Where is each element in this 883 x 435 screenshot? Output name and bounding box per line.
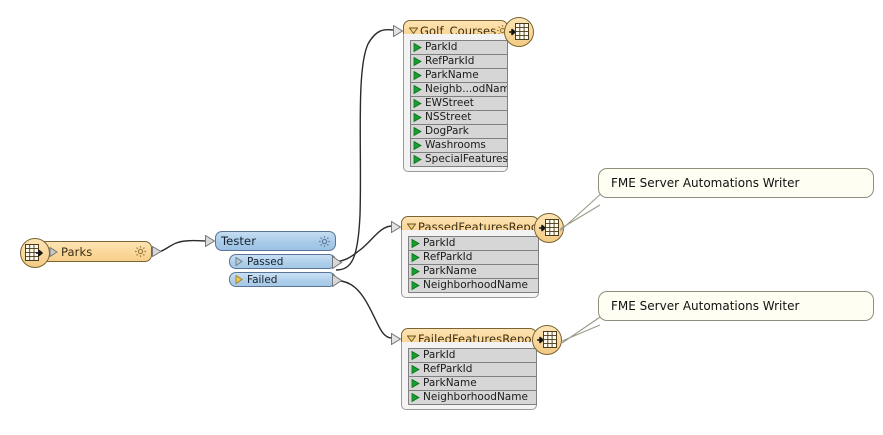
wire-failed-to-report [330,279,393,339]
attribute-port-icon [413,98,422,109]
annotation-callout-passed[interactable]: FME Server Automations Writer [598,168,874,198]
attribute-label: EWStreet [425,97,474,109]
attribute-label: NeighborhoodName [423,279,528,291]
attribute-label: RefParkId [425,55,475,67]
attribute-row[interactable]: ParkId [408,236,539,251]
golf-courses-attribute-list: ParkId RefParkId ParkName Neighb...odNam… [403,34,508,172]
output-port-triangle-icon [49,246,58,257]
passed-output-stub-icon [332,256,343,269]
attribute-row[interactable]: NSStreet [410,110,508,125]
annotation-text: FME Server Automations Writer [611,299,800,313]
attribute-row[interactable]: RefParkId [408,250,539,265]
passed-report-attribute-list: ParkId RefParkId ParkName NeighborhoodNa… [401,230,539,298]
reader-table-icon [20,238,50,268]
attribute-port-icon [413,140,422,151]
attribute-row[interactable]: ParkId [410,40,508,55]
attribute-port-icon [411,252,420,263]
tester-port-failed[interactable]: Failed [229,272,343,287]
attribute-label: Neighb...odName [425,83,508,95]
writer-table-icon [534,213,564,243]
parks-output-stub-icon [152,246,162,257]
attribute-label: ParkName [423,265,477,277]
attribute-port-icon [413,112,422,123]
attribute-port-icon [413,70,422,81]
gear-icon[interactable] [318,235,331,248]
attribute-row[interactable]: EWStreet [410,96,508,111]
tester-port-passed-label: Passed [247,255,284,268]
attribute-port-icon [411,378,420,389]
tester-header[interactable]: Tester [215,231,336,251]
attribute-row[interactable]: RefParkId [408,362,537,377]
gear-icon[interactable] [134,245,147,258]
attribute-label: DogPark [425,125,469,137]
wire-tester-to-golf-courses [335,28,395,271]
tester-transformer-node[interactable]: Tester Passed [205,231,343,287]
attribute-port-icon [413,84,422,95]
feature-type-passed-features-report[interactable]: PassedFeaturesReport [391,213,564,298]
attribute-row[interactable]: SpecialFeatures [410,152,508,167]
tester-input-stub-icon [205,235,216,247]
golf-courses-label: Golf_Courses [420,23,497,38]
failed-report-input-stub-icon [391,333,402,345]
attribute-row[interactable]: DogPark [410,124,508,139]
attribute-label: NeighborhoodName [423,391,528,403]
parks-reader-label: Parks [61,244,93,259]
attribute-label: ParkName [425,69,479,81]
attribute-row[interactable]: ParkName [408,376,537,391]
attribute-row[interactable]: NeighborhoodName [408,278,539,293]
attribute-label: SpecialFeatures [425,153,508,165]
attribute-port-icon [411,364,420,375]
attribute-port-icon [411,350,420,361]
attribute-port-icon [413,154,422,165]
parks-reader-node[interactable]: Parks [20,238,162,268]
attribute-row[interactable]: Neighb...odName [410,82,508,97]
port-triangle-grey-icon [235,256,244,267]
attribute-port-icon [413,42,422,53]
annotation-callout-failed[interactable]: FME Server Automations Writer [598,291,874,321]
attribute-row[interactable]: ParkName [410,68,508,83]
tester-port-passed[interactable]: Passed [229,254,343,269]
attribute-label: RefParkId [423,251,473,263]
attribute-label: ParkName [423,377,477,389]
leader-line-passed [559,190,605,232]
attribute-port-icon [413,126,422,137]
attribute-port-icon [411,266,420,277]
annotation-text: FME Server Automations Writer [611,176,800,190]
failed-report-label: FailedFeaturesReport [418,331,541,346]
failed-report-attribute-list: ParkId RefParkId ParkName NeighborhoodNa… [401,342,537,410]
passed-report-label: PassedFeaturesReport [418,219,548,234]
tester-label: Tester [221,234,257,248]
attribute-port-icon [413,56,422,67]
parks-reader-header[interactable]: Parks [22,241,152,262]
attribute-label: RefParkId [423,363,473,375]
attribute-port-icon [411,238,420,249]
port-triangle-yellow-icon [235,274,244,285]
attribute-label: NSStreet [425,111,472,123]
attribute-label: ParkId [423,349,456,361]
failed-output-stub-icon [332,274,343,287]
caret-down-icon[interactable] [407,334,416,343]
tester-port-failed-label: Failed [247,273,278,286]
attribute-port-icon [411,392,420,403]
attribute-label: ParkId [425,41,458,53]
feature-type-failed-features-report[interactable]: FailedFeaturesReport [391,325,562,410]
caret-down-icon[interactable] [409,26,418,35]
attribute-row[interactable]: Washrooms [410,138,508,153]
attribute-row[interactable]: ParkId [408,348,537,363]
feature-type-golf-courses[interactable]: Golf_Courses [393,17,534,172]
attribute-port-icon [411,280,420,291]
attribute-row[interactable]: NeighborhoodName [408,390,537,405]
attribute-row[interactable]: RefParkId [410,54,508,69]
caret-down-icon[interactable] [407,222,416,231]
attribute-label: Washrooms [425,139,486,151]
attribute-row[interactable]: ParkName [408,264,539,279]
writer-table-icon [504,17,534,47]
attribute-label: ParkId [423,237,456,249]
writer-table-icon [532,325,562,355]
